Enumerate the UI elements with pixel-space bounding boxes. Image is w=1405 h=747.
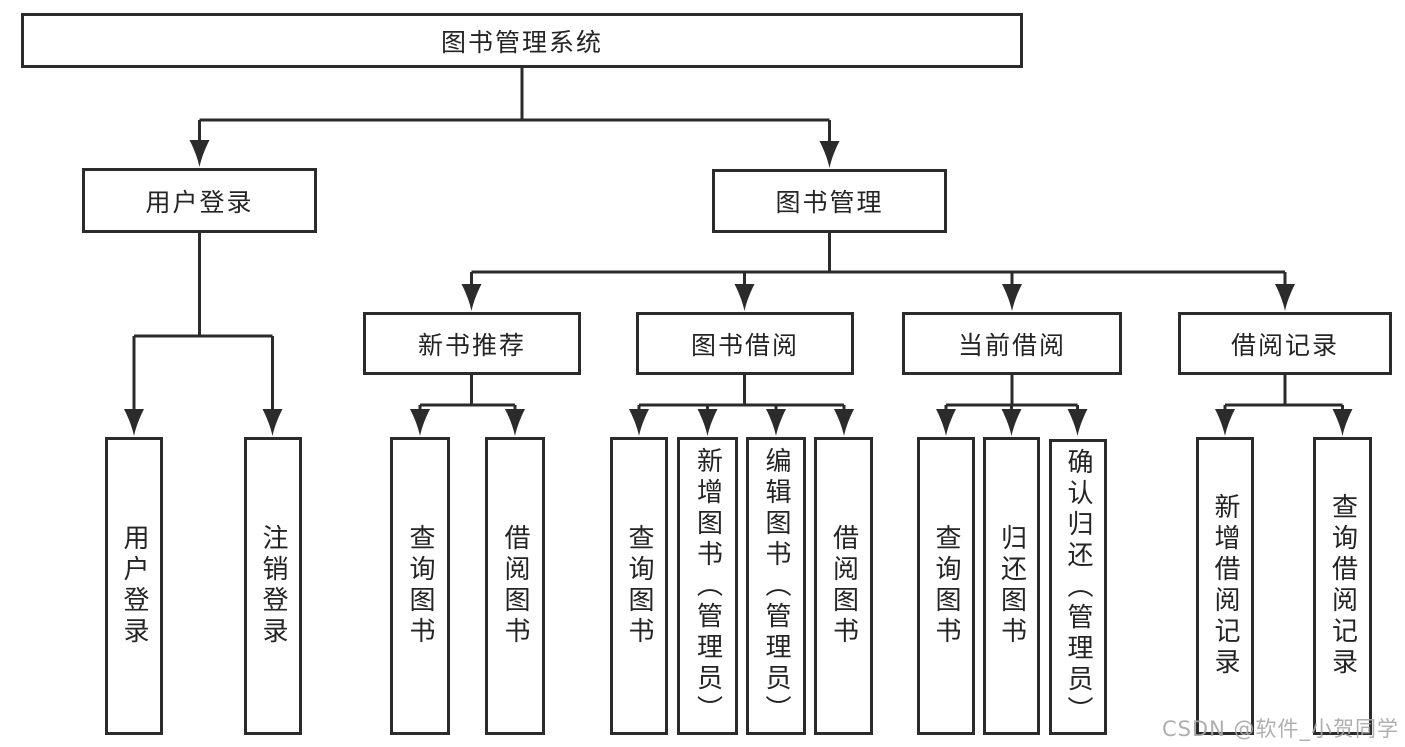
connector-current-borrow-children: [936, 375, 1088, 436]
leaf-edit-book-admin-label: 编辑图书（管理员）: [761, 446, 791, 726]
leaf-query-borrow-record-label: 查询借阅记录: [1327, 493, 1358, 679]
leaf-query-books-borrow: 查询图书: [610, 437, 668, 735]
connector-borrow-records-children: [1215, 375, 1353, 436]
node-borrow-records: 借阅记录: [1178, 312, 1392, 375]
leaf-query-books-recommend-label: 查询图书: [405, 524, 435, 648]
node-library-management-system: 图书管理系统: [21, 13, 1023, 68]
leaf-query-books-current-label: 查询图书: [931, 524, 961, 648]
leaf-borrow-books-label: 借阅图书: [828, 524, 859, 648]
leaf-return-books: 归还图书: [983, 437, 1040, 735]
leaf-user-login: 用户登录: [105, 437, 163, 735]
leaf-borrow-books: 借阅图书: [814, 437, 873, 735]
node-current-borrow: 当前借阅: [902, 312, 1122, 375]
leaf-edit-book-admin: 编辑图书（管理员）: [746, 437, 806, 735]
node-book-management: 图书管理: [712, 169, 947, 233]
connector-new-book-children: [410, 375, 525, 436]
leaf-add-book-admin-label: 新增图书（管理员）: [692, 446, 723, 726]
leaf-borrow-books-recommend-label: 借阅图书: [500, 524, 530, 648]
connector-root-to-level2: [189, 68, 840, 168]
node-user-login: 用户登录: [82, 168, 317, 233]
leaf-confirm-return-admin: 确认归还（管理员）: [1049, 439, 1107, 735]
leaf-return-books-label: 归还图书: [996, 524, 1027, 648]
leaf-add-book-admin: 新增图书（管理员）: [677, 437, 738, 735]
leaf-query-books-current: 查询图书: [917, 437, 975, 735]
leaf-add-borrow-record-label: 新增借阅记录: [1210, 493, 1240, 679]
connector-user-login-children: [124, 233, 283, 436]
leaf-query-borrow-record: 查询借阅记录: [1313, 437, 1372, 735]
leaf-confirm-return-admin-label: 确认归还（管理员）: [1063, 447, 1093, 727]
leaf-query-books-borrow-label: 查询图书: [624, 524, 654, 648]
leaf-query-books-recommend: 查询图书: [390, 437, 450, 735]
node-book-borrow: 图书借阅: [636, 312, 854, 375]
leaf-logout-label: 注销登录: [258, 524, 288, 648]
connector-book-management-children: [461, 233, 1295, 311]
leaf-borrow-books-recommend: 借阅图书: [485, 437, 545, 735]
connector-book-borrow-children: [629, 375, 854, 436]
leaf-user-login-label: 用户登录: [119, 524, 149, 648]
leaf-add-borrow-record: 新增借阅记录: [1196, 437, 1254, 735]
node-new-book-recommend: 新书推荐: [363, 312, 581, 375]
watermark: CSDN @软件_小贺同学: [1161, 717, 1399, 741]
leaf-logout: 注销登录: [244, 437, 302, 735]
